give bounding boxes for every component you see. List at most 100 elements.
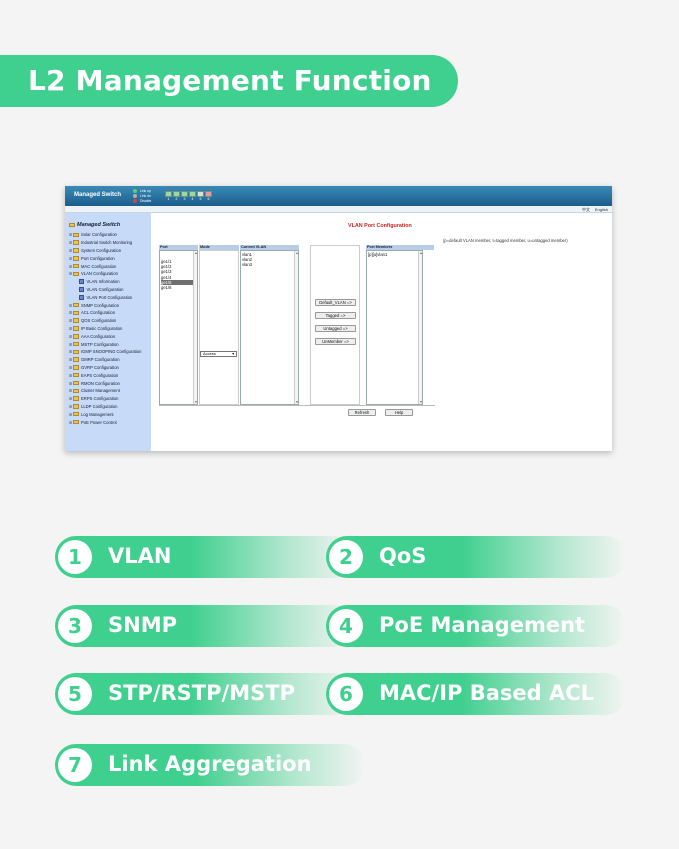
folder-icon: [73, 263, 79, 269]
unmember-button[interactable]: UnMember =>: [315, 338, 356, 345]
sidebar-item[interactable]: ⊞GVRP Configuration: [68, 364, 141, 372]
port-indicator[interactable]: 3: [181, 191, 188, 201]
expand-icon[interactable]: ⊞: [68, 325, 73, 331]
expand-icon[interactable]: ⊞: [68, 372, 73, 378]
expand-icon[interactable]: ⊞: [68, 263, 73, 269]
help-button[interactable]: Help: [385, 409, 413, 416]
sidebar-item[interactable]: ⊞GMRP Configuration: [68, 356, 141, 364]
expand-icon[interactable]: ⊞: [68, 333, 73, 339]
sidebar-item[interactable]: ⊞ ERPS Configuration: [68, 395, 141, 403]
port-indicator[interactable]: 5: [197, 191, 204, 201]
expand-icon[interactable]: ⊞: [68, 318, 73, 324]
sidebar-item[interactable]: ⊞ Port Configuration: [68, 254, 141, 262]
expand-icon[interactable]: ⊞: [68, 411, 73, 417]
expand-icon[interactable]: ⊞: [68, 310, 73, 316]
lang-english-link[interactable]: English: [594, 207, 608, 212]
mode-select[interactable]: Access ▼: [200, 351, 237, 357]
sidebar-item-label: ERPS Configuration: [81, 396, 119, 402]
sidebar-item[interactable]: ⊞MSTP Configuration: [68, 340, 141, 348]
sidebar-item[interactable]: ⊞MAC Configuration: [68, 262, 141, 270]
scroll-down-icon[interactable]: ▼: [194, 400, 198, 404]
folder-icon: [73, 326, 79, 331]
untagged-button[interactable]: Untagged =>: [315, 325, 356, 332]
expand-icon[interactable]: ⊞: [68, 247, 73, 253]
sidebar-item[interactable]: ⊞AAA Configuration: [68, 332, 141, 340]
scrollbar[interactable]: ▲ ▼: [294, 251, 298, 404]
port-members-listbox[interactable]: [p][u]vlan1 ▲ ▼: [366, 250, 423, 405]
sidebar-item[interactable]: ⊞Log Management: [68, 410, 141, 418]
sidebar-item[interactable]: ⊞ Cluster Management: [68, 387, 141, 395]
expand-icon[interactable]: ⊞: [68, 349, 73, 355]
expand-icon[interactable]: ⊞: [68, 240, 73, 246]
sidebar-item[interactable]: ⊞IP Basic Configuration: [68, 325, 141, 333]
scrollbar[interactable]: ▲ ▼: [193, 251, 197, 404]
expand-icon[interactable]: ⊞: [68, 419, 73, 425]
port-option[interactable]: ge1/2: [161, 264, 172, 270]
sidebar-item[interactable]: ⊞Industrial Switch Monitoring: [68, 239, 141, 247]
sidebar-item[interactable]: ⊞Solar Configuration: [68, 231, 141, 239]
sidebar-item-label: Port Configuration: [81, 255, 115, 261]
vlan-option[interactable]: vlan3: [242, 262, 253, 268]
sidebar-item[interactable]: VLAN Port Configuration: [68, 293, 141, 301]
sidebar-item[interactable]: ⊞RMON Configuration: [68, 379, 141, 387]
expand-icon[interactable]: ⊞: [68, 396, 73, 402]
sidebar-item[interactable]: ⊞SNMP Configuration: [68, 301, 141, 309]
scroll-up-icon[interactable]: ▲: [295, 251, 299, 255]
scrollbar[interactable]: ▲ ▼: [418, 251, 422, 404]
port-indicator[interactable]: 4: [189, 191, 196, 201]
feature-label: MAC/IP Based ACL: [379, 681, 595, 705]
ethernet-port-icon: [189, 191, 196, 197]
refresh-button[interactable]: Refresh: [348, 409, 376, 416]
expand-icon[interactable]: ⊞: [68, 403, 73, 409]
expand-icon[interactable]: ⊞: [68, 302, 73, 308]
default-vlan-button[interactable]: Default_VLAN =>: [315, 299, 356, 306]
port-option[interactable]: ge1/5: [161, 279, 196, 286]
lang-chinese-link[interactable]: 中文: [582, 207, 590, 212]
scroll-up-icon[interactable]: ▲: [419, 251, 423, 255]
expand-icon[interactable]: ⊞: [68, 255, 73, 261]
sidebar-item[interactable]: VLAN Configuration: [68, 286, 141, 294]
scroll-up-icon[interactable]: ▲: [194, 251, 198, 255]
port-header: Port: [159, 245, 198, 250]
sidebar-item[interactable]: ⊞System Configuration: [68, 247, 141, 255]
expand-icon[interactable]: ⊞: [68, 271, 73, 277]
port-option[interactable]: ge1/3: [161, 269, 172, 275]
sidebar-item[interactable]: ⊞LLDP Configuration: [68, 403, 141, 411]
vlan-option[interactable]: vlan2: [242, 257, 253, 263]
expand-icon[interactable]: ⊞: [68, 357, 73, 363]
tagged-button[interactable]: Tagged =>: [315, 312, 356, 319]
sidebar-item[interactable]: ⊞PoE Power Control: [68, 418, 141, 426]
sidebar-item-label: Cluster Management: [81, 388, 120, 394]
port-option[interactable]: ge1/1: [161, 259, 172, 264]
port-indicator[interactable]: 2: [173, 191, 180, 201]
expand-icon[interactable]: ⊞: [68, 388, 73, 394]
sidebar-item[interactable]: VLAN Information: [68, 278, 141, 286]
main-panel: VLAN Port Configuration (p=default VLAN …: [151, 213, 612, 451]
scroll-down-icon[interactable]: ▼: [419, 400, 423, 404]
sidebar-item[interactable]: ⊞IGMP SNOOPING Configuration: [68, 348, 142, 356]
port-members-header: Port Members: [366, 245, 434, 250]
expand-icon[interactable]: ⊞: [68, 341, 73, 347]
sidebar-item[interactable]: ⊞ACL Configuration: [68, 309, 141, 317]
port-option[interactable]: ge1/6: [161, 285, 172, 291]
scroll-down-icon[interactable]: ▼: [295, 400, 299, 404]
expand-icon[interactable]: ⊞: [68, 232, 73, 238]
vlan-option[interactable]: vlan1: [242, 252, 253, 257]
member-option[interactable]: [p][u]vlan1: [368, 252, 388, 257]
expand-icon[interactable]: ⊞: [68, 380, 73, 386]
folder-icon: [73, 411, 79, 417]
sidebar-root[interactable]: Managed Switch: [69, 222, 120, 228]
port-indicator[interactable]: 1: [165, 191, 172, 201]
expand-icon[interactable]: ⊞: [68, 364, 73, 370]
port-indicator[interactable]: 6: [205, 191, 212, 201]
banner-title: L2 Management Function: [28, 64, 432, 97]
sidebar-item[interactable]: ⊞VLAN Configuration: [68, 270, 141, 278]
sidebar-item[interactable]: ⊞QOS Configuration: [68, 317, 141, 325]
port-option[interactable]: ge1/4: [161, 274, 172, 280]
sidebar-item[interactable]: ⊞EAPS Configuration: [68, 371, 141, 379]
